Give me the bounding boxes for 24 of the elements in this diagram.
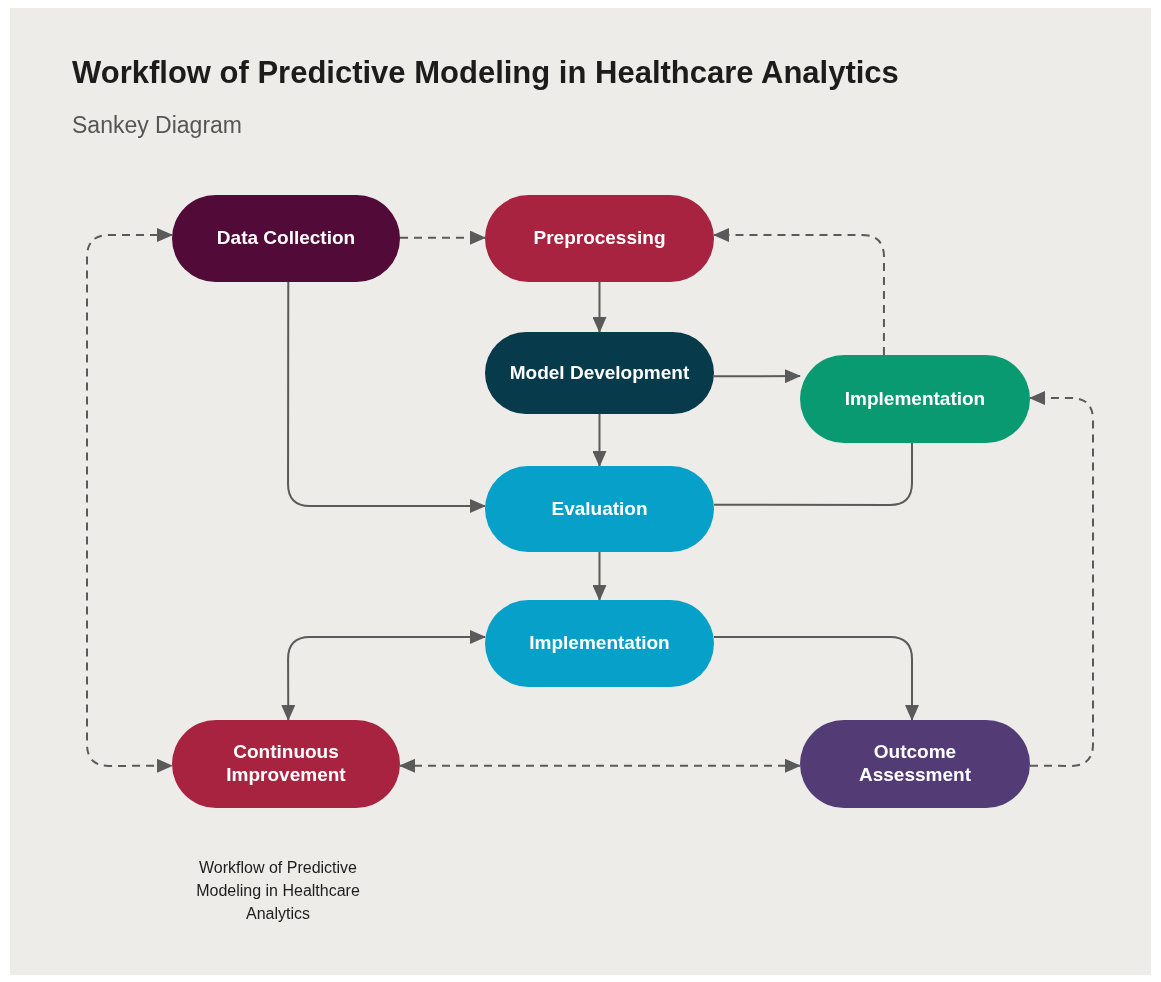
node-label: Evaluation <box>551 497 648 521</box>
subtitle: Sankey Diagram <box>72 111 243 140</box>
arrow <box>86 228 173 773</box>
arrow <box>592 413 607 467</box>
arrow <box>592 281 607 333</box>
connector-line <box>713 442 913 506</box>
arrow <box>399 230 486 245</box>
node-label: Implementation <box>529 632 670 655</box>
arrow <box>592 551 607 601</box>
node-label: Outcome Assessment <box>858 741 972 787</box>
node-label: Model Development <box>509 361 690 385</box>
arrow <box>287 281 486 513</box>
node-label: Data Collection <box>216 227 356 250</box>
arrow <box>713 228 885 356</box>
arrow <box>1029 391 1094 767</box>
node-label: Continuous Improvement <box>225 741 347 787</box>
caption: Workflow of Predictive Modeling in Healthcare Analytics <box>195 858 361 925</box>
node-label: Preprocessing <box>533 227 666 250</box>
arrow <box>399 758 801 773</box>
arrow <box>281 630 486 721</box>
arrow <box>713 369 801 384</box>
node-label: Implementation <box>844 387 986 411</box>
arrow <box>713 636 919 721</box>
title: Workflow of Predictive Modeling in Healthcare Analytics <box>72 54 899 92</box>
